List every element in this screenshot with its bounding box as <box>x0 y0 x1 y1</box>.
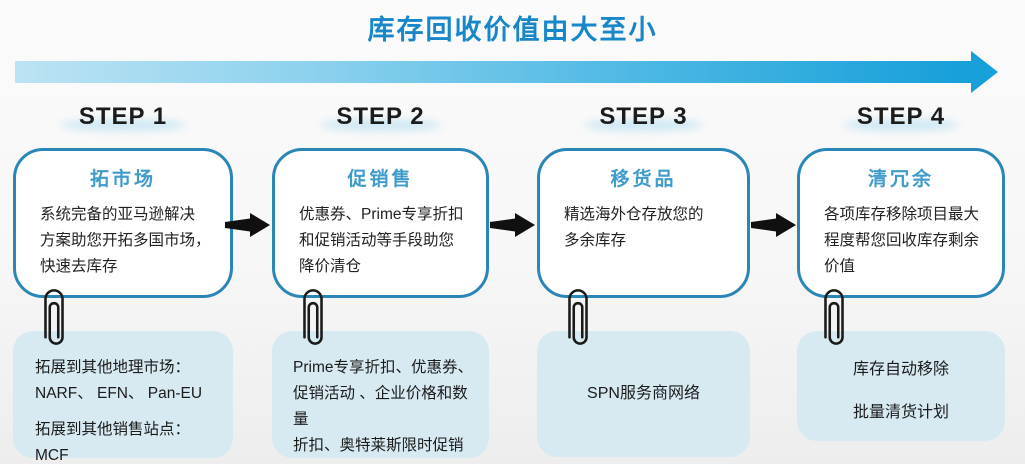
note-line: 促销活动 、企业价格和数量 <box>293 385 468 428</box>
note-line: 折扣、奥特莱斯限时促销 <box>293 437 464 454</box>
step-3-note: SPN服务商网络 <box>537 331 750 457</box>
note-line: NARF、 EFN、 Pan-EU <box>35 385 203 402</box>
note-line: 拓展到其他地理市场： <box>35 359 191 376</box>
step-3-card: 移货品 精选海外仓存放您的 多余库存 <box>537 148 750 298</box>
paperclip-icon <box>824 289 844 345</box>
label-glow <box>319 119 442 131</box>
step-4-note: 库存自动移除 批量清货计划 <box>797 331 1005 441</box>
step-2-card-body: 优惠券、Prime专享折扣 和促销活动等手段助您 降价清仓 <box>299 206 464 275</box>
step-4-label: STEP 4 <box>797 103 1005 131</box>
arrow-right-icon <box>225 213 270 237</box>
step-2-note: Prime专享折扣、优惠券、 促销活动 、企业价格和数量 折扣、奥特莱斯限时促销 <box>272 331 489 458</box>
note-line: SPN服务商网络 <box>587 385 700 402</box>
paperclip-icon <box>303 289 323 345</box>
step-3-card-body: 精选海外仓存放您的 多余库存 <box>564 206 704 249</box>
note-line: Prime专享折扣、优惠券、 <box>293 359 473 376</box>
label-glow <box>842 119 960 131</box>
step-3-card-title: 移货品 <box>610 169 677 190</box>
flow-arrowhead-icon <box>971 51 998 93</box>
note-line: 库存自动移除 <box>852 361 949 378</box>
paperclip-icon <box>568 289 588 345</box>
step-1-note: 拓展到其他地理市场： NARF、 EFN、 Pan-EU 拓展到其他销售站点：M… <box>13 331 233 464</box>
step-1-card-title: 拓市场 <box>89 169 156 190</box>
page-title: 库存回收价值由大至小 <box>367 15 658 45</box>
step-4-card-title: 清冗余 <box>867 169 934 190</box>
step-1-card-body: 系统完备的亚马逊解决 方案助您开拓多国市场， 快速去库存 <box>40 206 211 275</box>
flow-arrow-right-icon <box>15 51 998 93</box>
step-4-card-body: 各项库存移除项目最大 程度帮您回收库存剩余 价值 <box>824 206 980 275</box>
step-2-label: STEP 2 <box>272 103 489 131</box>
note-line: 批量清货计划 <box>852 404 949 421</box>
step-4-card: 清冗余 各项库存移除项目最大 程度帮您回收库存剩余 价值 <box>797 148 1005 298</box>
step-2-card-title: 促销售 <box>347 169 414 190</box>
note-line: 拓展到其他销售站点：MCF <box>35 421 191 464</box>
label-glow <box>583 119 704 131</box>
arrow-right-icon <box>490 213 535 237</box>
step-3-label: STEP 3 <box>537 103 750 131</box>
step-1-card: 拓市场 系统完备的亚马逊解决 方案助您开拓多国市场， 快速去库存 <box>13 148 233 298</box>
arrow-right-icon <box>751 213 796 237</box>
paperclip-icon <box>44 289 64 345</box>
label-glow <box>61 119 185 131</box>
step-1-label: STEP 1 <box>13 103 233 131</box>
step-2-card: 促销售 优惠券、Prime专享折扣 和促销活动等手段助您 降价清仓 <box>272 148 489 298</box>
